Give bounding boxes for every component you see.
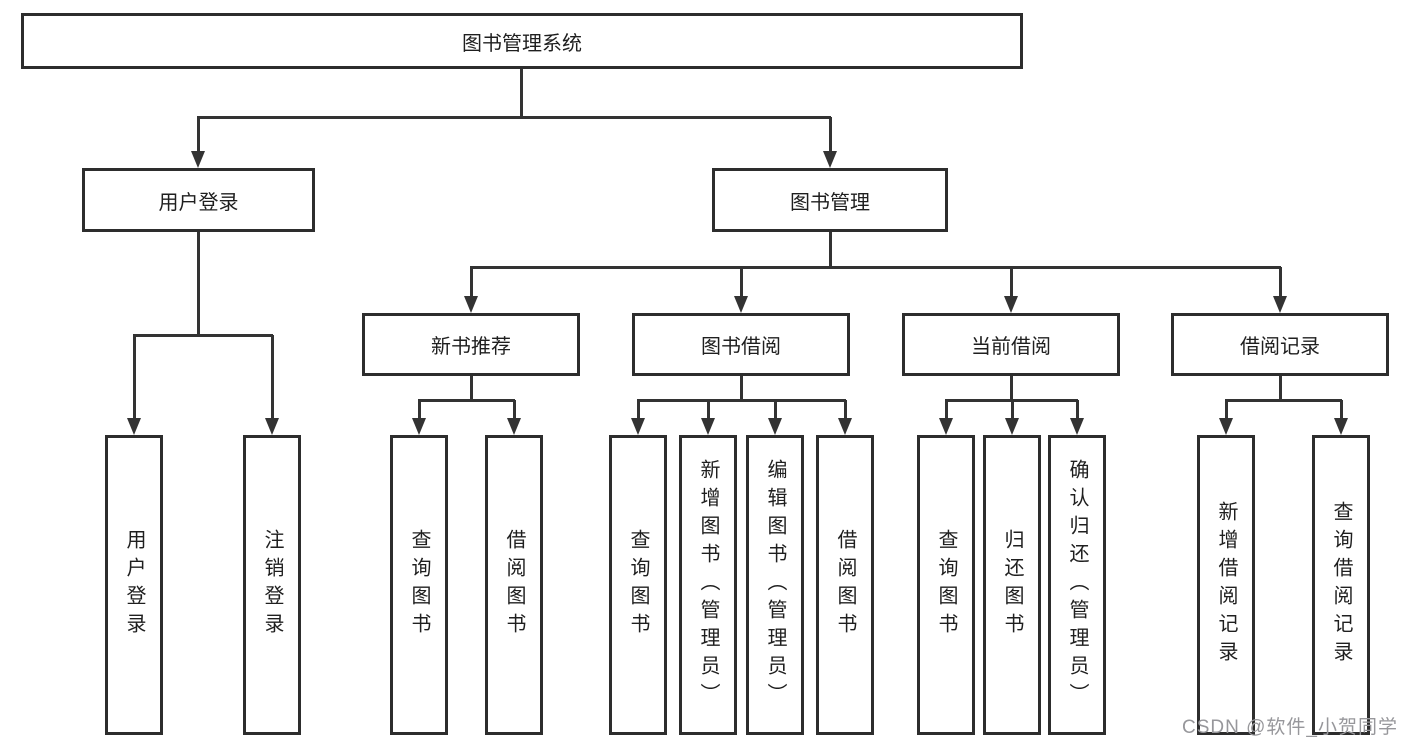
arrow-down-icon [1070, 418, 1084, 435]
node-label: 查询图书 [935, 529, 957, 641]
connector-line [829, 232, 832, 267]
connector-line [197, 116, 831, 119]
arrow-down-icon [127, 418, 141, 435]
arrow-down-icon [464, 296, 478, 313]
leaf-borrow-books-recommend: 借阅图书 [485, 435, 543, 735]
node-label: 借阅图书 [834, 529, 856, 641]
leaf-borrow-books-borrowing: 借阅图书 [816, 435, 874, 735]
arrow-down-icon [1219, 418, 1233, 435]
node-label: 借阅记录 [1240, 336, 1320, 358]
connector-line [637, 399, 846, 402]
leaf-query-books-borrowing: 查询图书 [609, 435, 667, 735]
arrow-down-icon [1004, 296, 1018, 313]
arrow-down-icon [701, 418, 715, 435]
node-user-login-branch: 用户登录 [82, 168, 315, 232]
connector-line [1279, 267, 1282, 297]
arrow-down-icon [1005, 418, 1019, 435]
connector-line [418, 400, 421, 419]
node-label: 新增图书（管理员） [697, 459, 719, 711]
connector-line [520, 69, 523, 117]
arrow-down-icon [838, 418, 852, 435]
connector-line [418, 399, 515, 402]
node-current-borrowing: 当前借阅 [902, 313, 1120, 376]
connector-line [1225, 399, 1342, 402]
node-label: 借阅图书 [503, 529, 525, 641]
arrow-down-icon [939, 418, 953, 435]
arrow-down-icon [412, 418, 426, 435]
node-label: 图书管理 [790, 191, 870, 214]
connector-line [470, 267, 473, 297]
node-library-system: 图书管理系统 [21, 13, 1023, 69]
connector-line [197, 117, 200, 152]
arrow-down-icon [823, 151, 837, 168]
connector-line [637, 400, 640, 419]
leaf-user-login: 用户登录 [105, 435, 163, 735]
node-label: 确认归还（管理员） [1066, 459, 1088, 711]
arrow-down-icon [265, 418, 279, 435]
connector-line [1340, 400, 1343, 419]
leaf-query-books-recommend: 查询图书 [390, 435, 448, 735]
arrow-down-icon [1334, 418, 1348, 435]
connector-line [740, 376, 743, 400]
watermark: CSDN @软件_小贺同学 [1182, 717, 1398, 738]
arrow-down-icon [768, 418, 782, 435]
node-borrowing-records: 借阅记录 [1171, 313, 1389, 376]
leaf-edit-book-admin: 编辑图书（管理员） [746, 435, 804, 735]
connector-line [844, 400, 847, 419]
node-label: 用户登录 [158, 191, 239, 214]
connector-line [271, 335, 274, 419]
connector-line [945, 400, 948, 419]
node-book-borrowing: 图书借阅 [632, 313, 850, 376]
connector-line [197, 232, 200, 335]
connector-line [470, 266, 1281, 269]
arrow-down-icon [631, 418, 645, 435]
node-label: 新增借阅记录 [1215, 501, 1237, 669]
connector-line [1225, 400, 1228, 419]
connector-line [1011, 400, 1014, 419]
arrow-down-icon [191, 151, 205, 168]
leaf-add-book-admin: 新增图书（管理员） [679, 435, 737, 735]
node-label: 查询图书 [627, 529, 649, 641]
connector-line [133, 335, 136, 419]
node-label: 编辑图书（管理员） [764, 459, 786, 711]
connector-line [707, 400, 710, 419]
node-new-book-recommend: 新书推荐 [362, 313, 580, 376]
connector-line [829, 117, 832, 152]
connector-line [774, 400, 777, 419]
node-book-management-branch: 图书管理 [712, 168, 948, 232]
node-label: 当前借阅 [971, 336, 1051, 358]
connector-line [513, 400, 516, 419]
node-label: 新书推荐 [431, 336, 511, 358]
leaf-confirm-return-admin: 确认归还（管理员） [1048, 435, 1106, 735]
connector-line [1010, 267, 1013, 297]
leaf-return-books: 归还图书 [983, 435, 1041, 735]
connector-line [945, 399, 1078, 402]
node-label: 用户登录 [123, 529, 145, 641]
connector-line [133, 334, 273, 337]
node-label: 图书管理系统 [462, 32, 582, 55]
leaf-add-borrow-record: 新增借阅记录 [1197, 435, 1255, 735]
leaf-logout: 注销登录 [243, 435, 301, 735]
node-label: 图书借阅 [701, 336, 781, 358]
connector-line [1010, 376, 1013, 400]
node-label: 注销登录 [261, 529, 283, 641]
connector-line [1279, 376, 1282, 400]
connector-line [1076, 400, 1079, 419]
node-label: 归还图书 [1001, 529, 1023, 641]
leaf-query-books-current: 查询图书 [917, 435, 975, 735]
connector-line [740, 267, 743, 297]
arrow-down-icon [507, 418, 521, 435]
arrow-down-icon [1273, 296, 1287, 313]
node-label: 查询图书 [408, 529, 430, 641]
connector-line [470, 376, 473, 400]
leaf-query-borrow-record: 查询借阅记录 [1312, 435, 1370, 735]
node-label: 查询借阅记录 [1330, 501, 1352, 669]
arrow-down-icon [734, 296, 748, 313]
